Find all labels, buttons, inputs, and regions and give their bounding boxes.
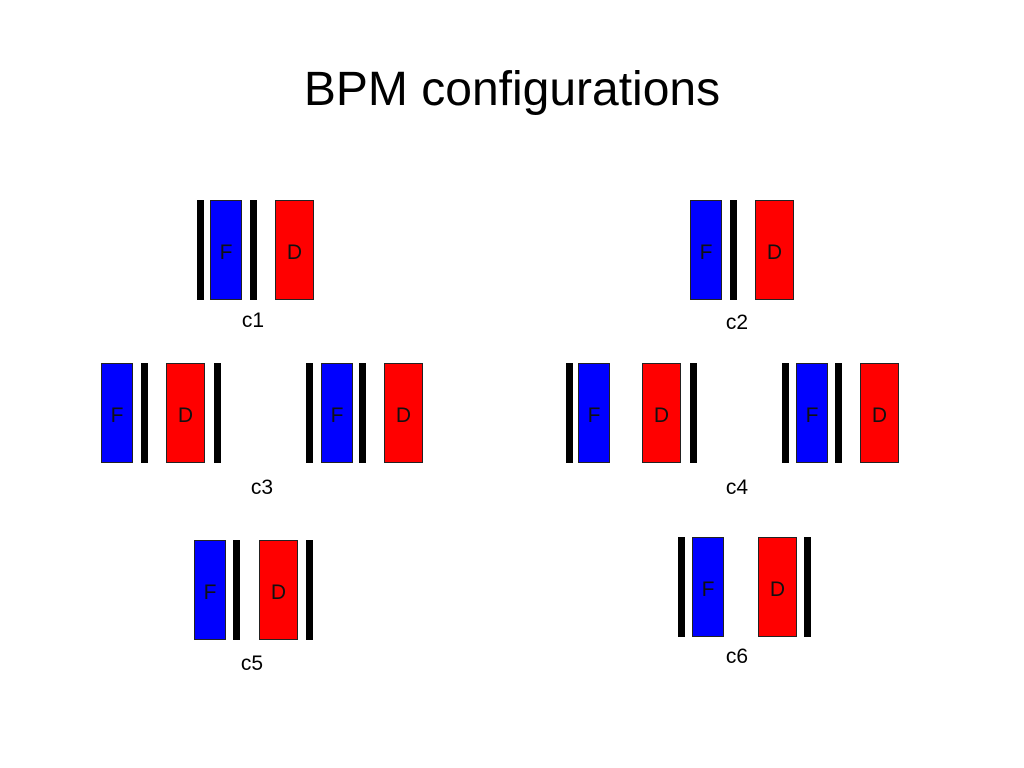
bpm-marker	[233, 540, 240, 640]
defocusing-magnet: D	[384, 363, 423, 463]
bpm-marker	[197, 200, 204, 300]
bpm-marker	[141, 363, 148, 463]
focusing-magnet: F	[210, 200, 242, 300]
bpm-marker	[690, 363, 697, 463]
defocusing-magnet: D	[755, 200, 794, 300]
focusing-magnet: F	[796, 363, 828, 463]
bpm-marker	[214, 363, 221, 463]
focusing-magnet: F	[692, 537, 724, 637]
defocusing-magnet: D	[166, 363, 205, 463]
bpm-marker	[566, 363, 573, 463]
focusing-magnet: F	[578, 363, 610, 463]
bpm-marker	[730, 200, 737, 300]
bpm-marker	[359, 363, 366, 463]
defocusing-magnet: D	[259, 540, 298, 640]
bpm-marker	[306, 363, 313, 463]
config-label: c4	[725, 476, 749, 499]
bpm-marker	[804, 537, 811, 637]
bpm-marker	[250, 200, 257, 300]
focusing-magnet: F	[321, 363, 353, 463]
focusing-magnet: F	[101, 363, 133, 463]
config-label: c6	[725, 645, 749, 668]
defocusing-magnet: D	[758, 537, 797, 637]
defocusing-magnet: D	[860, 363, 899, 463]
config-label: c3	[250, 476, 274, 499]
config-label: c2	[725, 311, 749, 334]
bpm-marker	[782, 363, 789, 463]
focusing-magnet: F	[690, 200, 722, 300]
config-label: c5	[240, 652, 264, 675]
page-title: BPM configurations	[303, 63, 721, 116]
defocusing-magnet: D	[275, 200, 314, 300]
bpm-marker	[835, 363, 842, 463]
focusing-magnet: F	[194, 540, 226, 640]
bpm-marker	[678, 537, 685, 637]
bpm-marker	[306, 540, 313, 640]
config-label: c1	[241, 309, 265, 332]
defocusing-magnet: D	[642, 363, 681, 463]
